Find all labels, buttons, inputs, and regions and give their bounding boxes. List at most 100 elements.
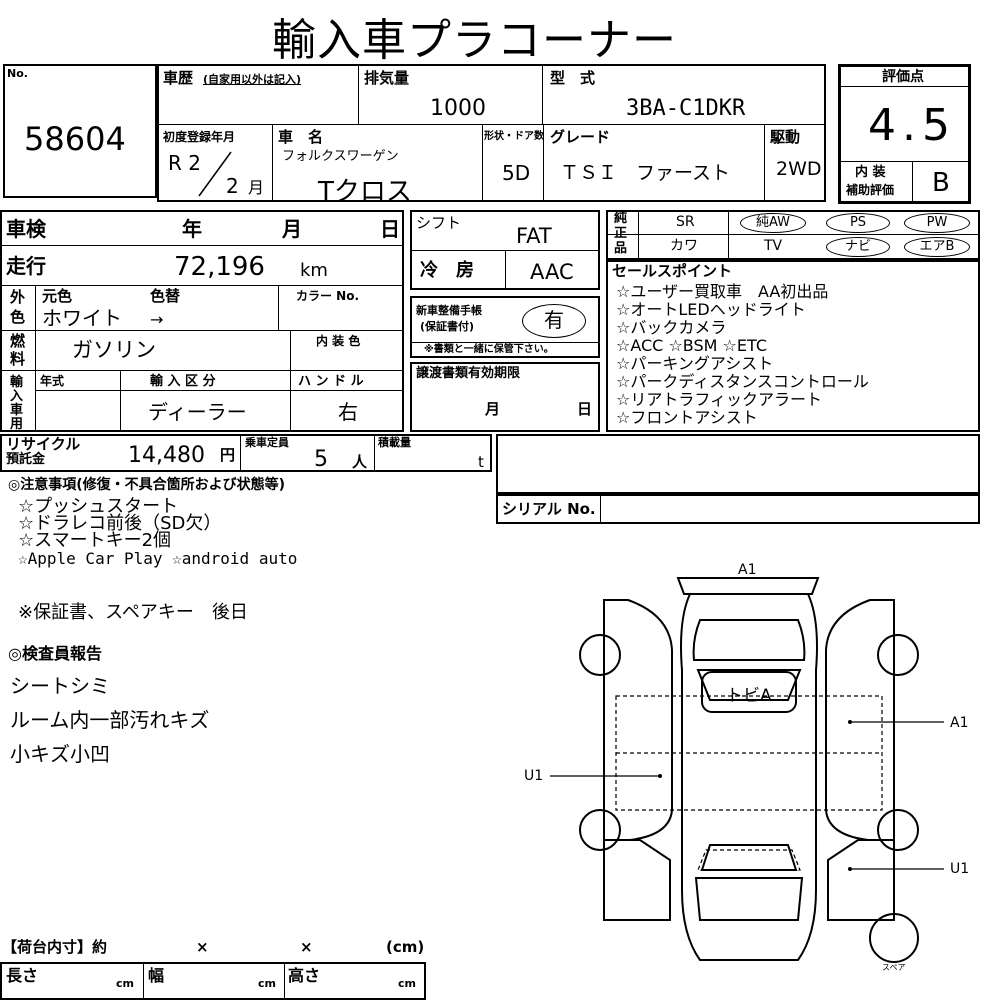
exterior-label-2: 色 xyxy=(10,308,26,326)
shift-label: シフト xyxy=(416,214,462,232)
sales-point: ☆オートLEDヘッドライト xyxy=(616,300,806,319)
handle-value: 右 xyxy=(338,400,358,424)
grade-label: グレード xyxy=(550,128,611,146)
orig-color-label: 元色 xyxy=(42,287,73,305)
sales-points-box xyxy=(606,260,980,432)
mileage-unit: km xyxy=(300,260,328,281)
details-box xyxy=(0,210,404,432)
equipment-navi: ナビ xyxy=(826,237,890,257)
recycle-value: 14,480 xyxy=(128,443,205,468)
sales-point: ☆ACC ☆BSM ☆ETC xyxy=(616,336,767,355)
inspection-day: 日 xyxy=(380,217,400,241)
cargo-x1: × xyxy=(196,938,209,956)
load-unit: t xyxy=(478,453,484,471)
history-label: 車歴 xyxy=(163,69,194,87)
serial-box xyxy=(496,494,980,524)
score-box xyxy=(838,64,971,204)
left-side-mark: U1 xyxy=(524,768,544,784)
lot-number-box xyxy=(3,64,157,198)
first-reg-label: 初度登録年月 xyxy=(163,130,236,144)
shift-value: FAT xyxy=(516,224,552,248)
transfer-day: 日 xyxy=(577,400,593,418)
color-change-arrow: → xyxy=(150,310,164,329)
cargo-label: 【荷台内寸】約 xyxy=(2,938,108,956)
sales-point: ☆パークディスタンスコントロール xyxy=(616,372,869,391)
slash-divider xyxy=(198,151,232,197)
records-note: ※書類と一緒に保管下さい。 xyxy=(424,344,554,355)
inspector-item: ルーム内一部汚れキズ xyxy=(10,708,210,732)
vehicle-info-box xyxy=(157,64,826,202)
car-damage-diagram xyxy=(550,577,944,963)
ac-label: 冷 房 xyxy=(420,260,474,281)
car-maker: フォルクスワーゲン xyxy=(282,149,399,164)
cargo-width-cm: cm xyxy=(258,977,276,990)
inspection-month: 月 xyxy=(282,217,302,241)
cargo-box xyxy=(0,962,426,1000)
equipment-sr: SR xyxy=(676,214,695,230)
mileage-label: 走行 xyxy=(6,254,46,278)
interior-label-1: 内 装 xyxy=(855,165,886,180)
model-year-label: 年式 xyxy=(40,374,65,388)
history-note: (自家用以外は記入) xyxy=(203,73,302,86)
score-value: 4.5 xyxy=(868,100,956,151)
capacity-value: 5 xyxy=(314,447,328,472)
equipment-alloy-wheel: 純AW xyxy=(740,213,806,233)
cargo-length-label: 長さ xyxy=(6,966,39,985)
fuel-value: ガソリン xyxy=(72,338,156,362)
records-box xyxy=(410,296,600,358)
color-change-label: 色替 xyxy=(150,287,181,305)
score-label: 評価点 xyxy=(882,69,924,85)
front-bumper-mark: A1 xyxy=(738,562,757,578)
first-reg-month-unit: 月 xyxy=(248,178,265,197)
fuel-label-1: 燃 xyxy=(10,332,26,350)
sales-point: ☆フロントアシスト xyxy=(616,408,758,427)
inspection-year: 年 xyxy=(182,217,202,241)
equipment-power-window: PW xyxy=(904,213,970,233)
blank-box xyxy=(496,434,980,494)
handle-label: ハ ン ド ル xyxy=(298,374,364,389)
displacement-label: 排気量 xyxy=(364,69,410,87)
records-value: 有 xyxy=(522,304,586,338)
equipment-box xyxy=(606,210,980,260)
displacement-value: 1000 xyxy=(430,96,486,121)
recycle-label-2: 預託金 xyxy=(6,452,46,467)
note-item: ☆Apple Car Play ☆android auto xyxy=(18,549,298,568)
first-reg-era: R 2 xyxy=(168,151,201,175)
first-reg-month: 2 xyxy=(226,174,239,198)
right-door-mark: A1 xyxy=(950,715,969,731)
equipment-side-3: 品 xyxy=(614,241,628,256)
cargo-height-label: 高さ xyxy=(288,966,321,985)
recycle-unit: 円 xyxy=(220,446,236,464)
interior-score-value: B xyxy=(932,168,950,198)
exterior-color-value: ホワイト xyxy=(42,306,122,330)
cargo-length-cm: cm xyxy=(116,977,134,990)
equipment-tv: TV xyxy=(764,238,783,254)
grade-value: ＴＳＩ ファースト xyxy=(560,162,731,184)
sales-point: ☆ユーザー買取車 AA初出品 xyxy=(616,282,829,301)
import-label-4: 用 xyxy=(10,417,24,432)
serial-label: シリアル No. xyxy=(502,500,596,518)
equipment-power-steering: PS xyxy=(826,213,890,233)
cargo-x2: × xyxy=(300,938,313,956)
ac-value: AAC xyxy=(530,260,574,284)
lot-no-label: No. xyxy=(7,67,28,80)
import-type-label: 輸 入 区 分 xyxy=(150,374,216,389)
roof-damage-mark: トビA xyxy=(726,686,772,706)
interior-label-2: 補助評価 xyxy=(846,183,895,197)
model-code-label: 型 式 xyxy=(550,69,596,87)
inspector-item: シートシミ xyxy=(10,674,110,698)
sales-point: ☆バックカメラ xyxy=(616,318,727,337)
mileage-value: 72,196 xyxy=(174,252,265,282)
cargo-width-label: 幅 xyxy=(148,966,165,985)
records-label-1: 新車整備手帳 xyxy=(416,304,482,317)
cargo-height-cm: cm xyxy=(398,977,416,990)
car-name-label: 車 名 xyxy=(278,128,324,146)
sales-point: ☆パーキングアシスト xyxy=(616,354,774,373)
transfer-label: 譲渡書類有効期限 xyxy=(416,366,521,381)
spare-label: スペア xyxy=(882,963,906,972)
color-no-label: カラー No. xyxy=(296,289,360,303)
import-label-3: 車 xyxy=(10,403,24,418)
note-item: ☆スマートキー2個 xyxy=(18,530,172,551)
import-type-value: ディーラー xyxy=(148,400,247,424)
drive-value: 2WD xyxy=(776,158,822,180)
